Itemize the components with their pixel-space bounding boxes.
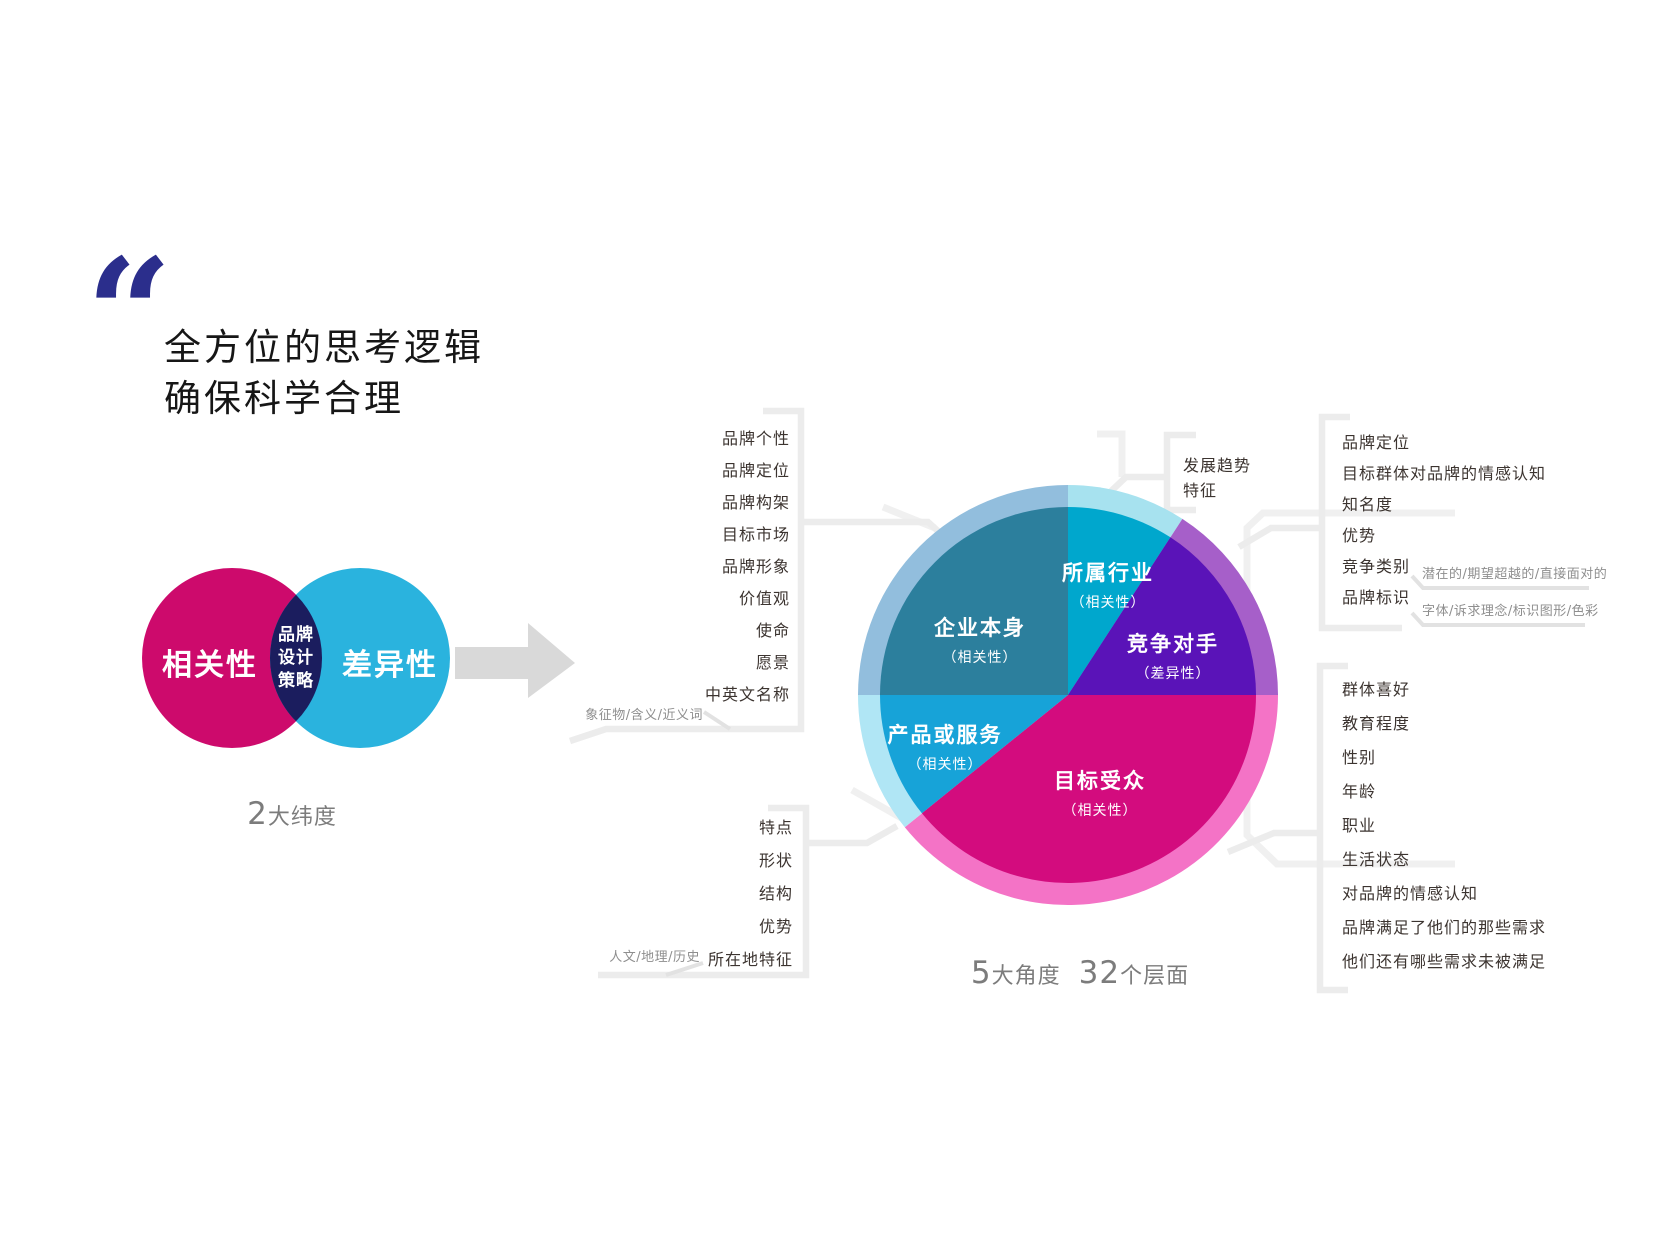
list-product-sublabel: 人文/地理/历史: [609, 950, 700, 965]
sublabel-line-product: [665, 961, 704, 977]
pie-label-industry-main: 所属行业: [1062, 561, 1154, 585]
bracket-industry-branch: [1103, 473, 1167, 499]
sublabel-line-competitor-2: [1410, 611, 1585, 627]
bracket-audience: [1316, 662, 1348, 994]
list-item: 特点: [758, 817, 793, 837]
list-item: 性别: [1342, 748, 1377, 767]
list-audience: 群体喜好 教育程度 性别 年龄 职业 生活状态 对品牌的情感认知 品牌满足了他们…: [1342, 671, 1662, 977]
pie-label-competitor: 竞争对手 （差异性）: [1083, 628, 1263, 683]
venn-left-label: 相关性: [162, 648, 258, 683]
venn-right-circle: [270, 568, 450, 748]
pie-label-competitor-sub: （差异性）: [1135, 666, 1211, 682]
list-item: 职业: [1342, 816, 1377, 835]
list-item: 生活状态: [1342, 850, 1411, 869]
list-item: 形状: [758, 850, 793, 870]
pie-label-product-main: 产品或服务: [887, 723, 1003, 747]
pie-label-corporate-main: 企业本身: [934, 616, 1026, 640]
list-item: 品牌定位: [1342, 432, 1411, 452]
list-industry-item-1: 发展趋势: [1183, 456, 1252, 475]
bracket-audience-branch: [1226, 829, 1320, 856]
bracket-competitor: [1318, 413, 1402, 632]
list-corporate-sublabel: 象征物/含义/近义词: [585, 708, 703, 723]
quote-mark-icon: “: [86, 226, 173, 402]
list-item: 优势: [1342, 525, 1377, 545]
list-corporate: 品牌个性 品牌定位 品牌构架 目标市场 品牌形象 价值观 使命 愿景 中英文名称: [550, 421, 790, 709]
list-item: 品牌满足了他们的那些需求: [1342, 918, 1547, 937]
pie-caption-number1: 5: [970, 955, 992, 991]
list-item: 竞争类别: [1342, 556, 1411, 576]
list-industry-item-2: 特征: [1183, 481, 1218, 500]
pie-label-corporate: 企业本身 （相关性）: [890, 612, 1070, 667]
list-item: 对品牌的情感认知: [1342, 884, 1479, 903]
bracket-product: [598, 804, 810, 979]
pie-label-product: 产品或服务 （相关性）: [855, 719, 1035, 774]
bracket-corporate-branch: [801, 518, 952, 544]
list-item: 品牌定位: [721, 461, 790, 480]
pie-caption: 5大角度 32个层面: [920, 955, 1240, 991]
venn-diagram: [142, 568, 450, 748]
list-competitor-sublabel-1: 潜在的/期望超越的/直接面对的: [1422, 567, 1608, 582]
list-competitor-sublabel-2: 字体/诉求理念/标识图形/色彩: [1422, 604, 1599, 619]
pie-caption-number2: 32: [1078, 955, 1121, 991]
venn-center-line3: 策略: [278, 671, 314, 691]
venn-center-label: 品牌 设计 策略: [256, 624, 336, 693]
list-product: 特点 形状 结构 优势 所在地特征: [593, 809, 793, 974]
list-item: 年龄: [1342, 782, 1377, 801]
list-item: 价值观: [738, 589, 790, 608]
pie-caption-text2: 个层面: [1120, 964, 1190, 989]
venn-right-label: 差异性: [342, 648, 438, 683]
pie-segment-competitor: [1068, 537, 1257, 695]
bracket-competitor-branch: [1237, 524, 1322, 550]
list-item: 目标市场: [721, 525, 790, 544]
bracket-product-branch: [806, 823, 899, 847]
pie-segment-audience: [921, 695, 1256, 883]
venn-caption-text: 大纬度: [267, 805, 337, 830]
list-item: 他们还有哪些需求未被满足: [1342, 952, 1547, 971]
list-item: 结构: [758, 883, 793, 903]
venn-center-line2: 设计: [278, 648, 314, 668]
page-title: 全方位的思考逻辑 确保科学合理: [164, 326, 484, 420]
list-item: 愿景: [755, 653, 790, 672]
list-item: 所在地特征: [707, 949, 793, 969]
pie-label-product-sub: （相关性）: [907, 757, 983, 773]
venn-caption: 2大纬度: [217, 796, 367, 832]
pie-label-audience-main: 目标受众: [1054, 769, 1146, 793]
sublabel-line-corporate: [702, 710, 732, 731]
venn-left-circle: [142, 568, 322, 748]
list-item: 目标群体对品牌的情感认知: [1342, 463, 1547, 483]
connector-brackets: [568, 407, 1402, 994]
sublabel-line-competitor-1: [1410, 574, 1589, 590]
pie-chart: [880, 506, 1257, 883]
list-item: 品牌构架: [721, 493, 790, 512]
pie-label-corporate-sub: （相关性）: [942, 650, 1018, 666]
pie-segment-product: [880, 695, 1068, 814]
pie-segment-industry: [1068, 506, 1171, 695]
venn-center-line1: 品牌: [278, 625, 314, 645]
bracket-corporate: [568, 407, 805, 745]
list-item: 使命: [755, 621, 790, 640]
list-item: 教育程度: [1342, 714, 1411, 733]
venn-caption-number: 2: [247, 796, 268, 832]
list-item: 品牌形象: [721, 557, 790, 576]
pie-label-audience-sub: （相关性）: [1062, 803, 1138, 819]
pie-caption-text1: 大角度: [991, 964, 1061, 989]
list-item: 中英文名称: [704, 685, 790, 704]
pie-label-competitor-main: 竞争对手: [1127, 632, 1219, 656]
pie-label-audience: 目标受众 （相关性）: [1010, 765, 1190, 820]
sublabel-lines: [665, 574, 1589, 977]
list-competitor: 品牌定位 目标群体对品牌的情感认知 知名度 优势 竞争类别 品牌标识: [1342, 425, 1642, 611]
pie-label-industry: 所属行业 （相关性）: [1018, 557, 1198, 612]
venn-overlap-lens: [269, 594, 323, 722]
bracket-industry: [1163, 431, 1196, 514]
pie-label-industry-sub: （相关性）: [1070, 595, 1146, 611]
arrow-right: [455, 623, 575, 698]
list-item: 优势: [758, 916, 793, 936]
list-item: 品牌标识: [1342, 587, 1411, 607]
decor-stub-top: [1097, 430, 1126, 477]
pie-segment-corporate: [880, 507, 1068, 695]
list-item: 群体喜好: [1342, 680, 1411, 699]
list-item: 知名度: [1342, 494, 1394, 514]
list-item: 品牌个性: [721, 429, 790, 448]
